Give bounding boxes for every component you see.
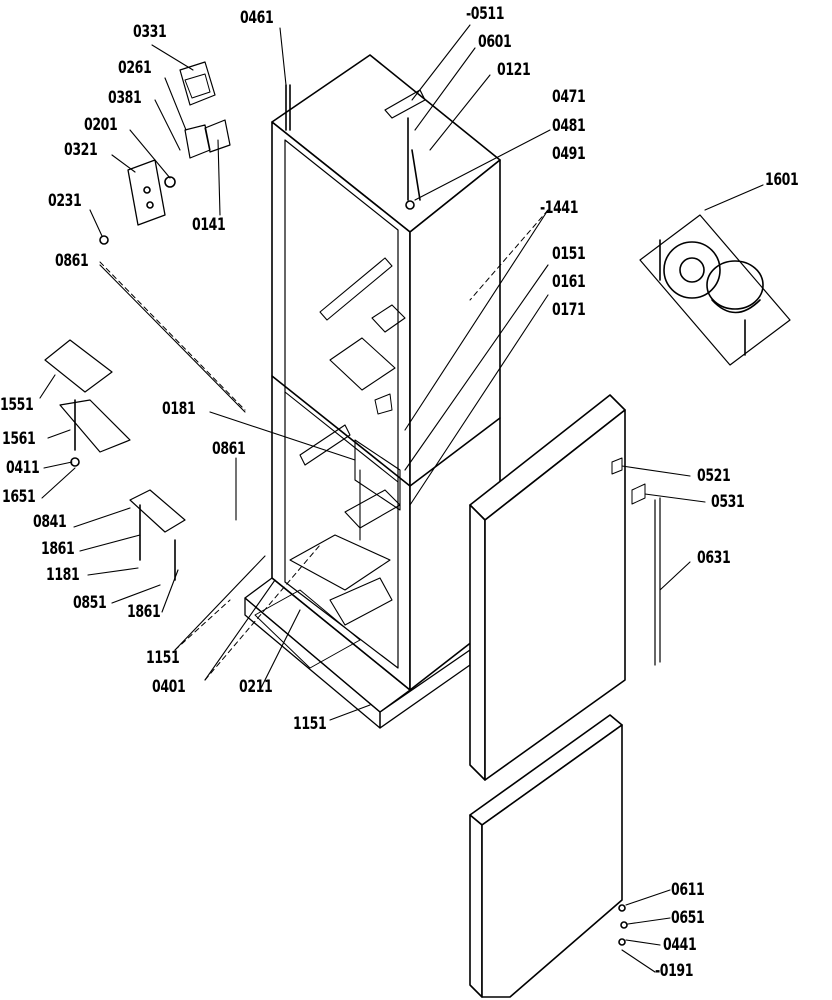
part-label: 0531 (711, 492, 745, 512)
part-label: 0601 (478, 32, 512, 52)
part-label: 1181 (46, 565, 80, 585)
leader-lines (39, 24, 764, 973)
part-label: 0401 (152, 677, 186, 697)
part-label: -1441 (540, 198, 579, 218)
freezer-door (469, 394, 661, 781)
part-label: -0511 (466, 4, 505, 24)
part-label: 1151 (146, 648, 180, 668)
part-label: 0171 (552, 300, 586, 320)
part-label: 0611 (671, 880, 705, 900)
control-housing-parts (99, 61, 231, 245)
part-label: 0181 (162, 399, 196, 419)
compressor-assembly (639, 214, 791, 366)
part-label: 0261 (118, 58, 152, 78)
part-label: -0191 (655, 961, 694, 981)
part-label: 1551 (0, 395, 34, 415)
part-label: 0631 (697, 548, 731, 568)
part-label: 0141 (192, 215, 226, 235)
part-label: 0161 (552, 272, 586, 292)
part-label: 0321 (64, 140, 98, 160)
part-label: 0331 (133, 22, 167, 42)
part-label: 1861 (127, 602, 161, 622)
part-label: 0471 (552, 87, 586, 107)
part-label: 0651 (671, 908, 705, 928)
part-label: 0861 (212, 439, 246, 459)
part-label: 0491 (552, 144, 586, 164)
fresh-food-door (469, 714, 628, 998)
part-label: 0211 (239, 677, 273, 697)
part-label: 1601 (765, 170, 799, 190)
part-label: 0861 (55, 251, 89, 271)
part-label: 0481 (552, 116, 586, 136)
part-label: 0231 (48, 191, 82, 211)
part-label: 0201 (84, 115, 118, 135)
left-hinge-parts (44, 339, 186, 581)
dashed-pointer-lines (99, 209, 549, 681)
part-label: 0851 (73, 593, 107, 613)
part-label: 0151 (552, 244, 586, 264)
part-label: 0381 (108, 88, 142, 108)
part-label: 1151 (293, 714, 327, 734)
cabinet-body (244, 54, 501, 729)
part-label: 1561 (2, 429, 36, 449)
part-label: 0461 (240, 8, 274, 28)
part-label: 0121 (497, 60, 531, 80)
part-label: 0441 (663, 935, 697, 955)
part-label: 1651 (2, 487, 36, 507)
part-label: 0521 (697, 466, 731, 486)
part-label: 1861 (41, 539, 75, 559)
part-label: 0411 (6, 458, 40, 478)
part-label: 0841 (33, 512, 67, 532)
